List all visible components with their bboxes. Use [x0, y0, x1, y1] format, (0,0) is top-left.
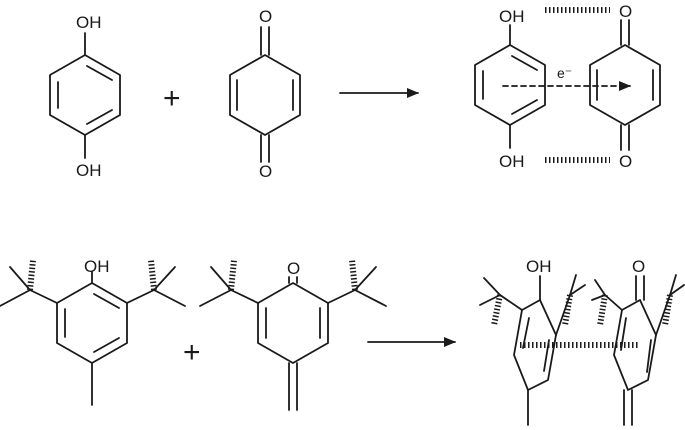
- benzoquinone-top-o-label: O: [259, 7, 272, 26]
- quinone-methide-structure: O: [199, 259, 387, 411]
- hindered-phenol-structure: OH: [0, 257, 186, 406]
- complex-oh-label: OH: [526, 257, 552, 276]
- benzoquinone-structure: O O: [229, 7, 301, 181]
- complex-o-label: O: [632, 257, 645, 276]
- stacked-complex: OH O: [479, 257, 685, 426]
- hydroquinone-top-oh-label: OH: [76, 13, 102, 32]
- complex-left-bottom-oh-label: OH: [499, 152, 525, 171]
- phenol-oh-label: OH: [84, 257, 110, 276]
- complex-right-top-o-label: O: [619, 2, 632, 21]
- plus-sign-2: +: [183, 336, 201, 369]
- complex-right-bottom-o-label: O: [619, 152, 632, 171]
- hydroquinone-bottom-oh-label: OH: [76, 161, 102, 180]
- complex-left-top-oh-label: OH: [499, 7, 525, 26]
- electron-label: e⁻: [557, 65, 572, 81]
- benzoquinone-bottom-o-label: O: [259, 162, 272, 181]
- plus-sign-1: +: [163, 82, 181, 115]
- quinone-methide-o-label: O: [287, 259, 300, 278]
- quinhydrone-complex: OH OH O O e⁻: [474, 2, 661, 171]
- hydroquinone-structure: OH OH: [49, 13, 121, 180]
